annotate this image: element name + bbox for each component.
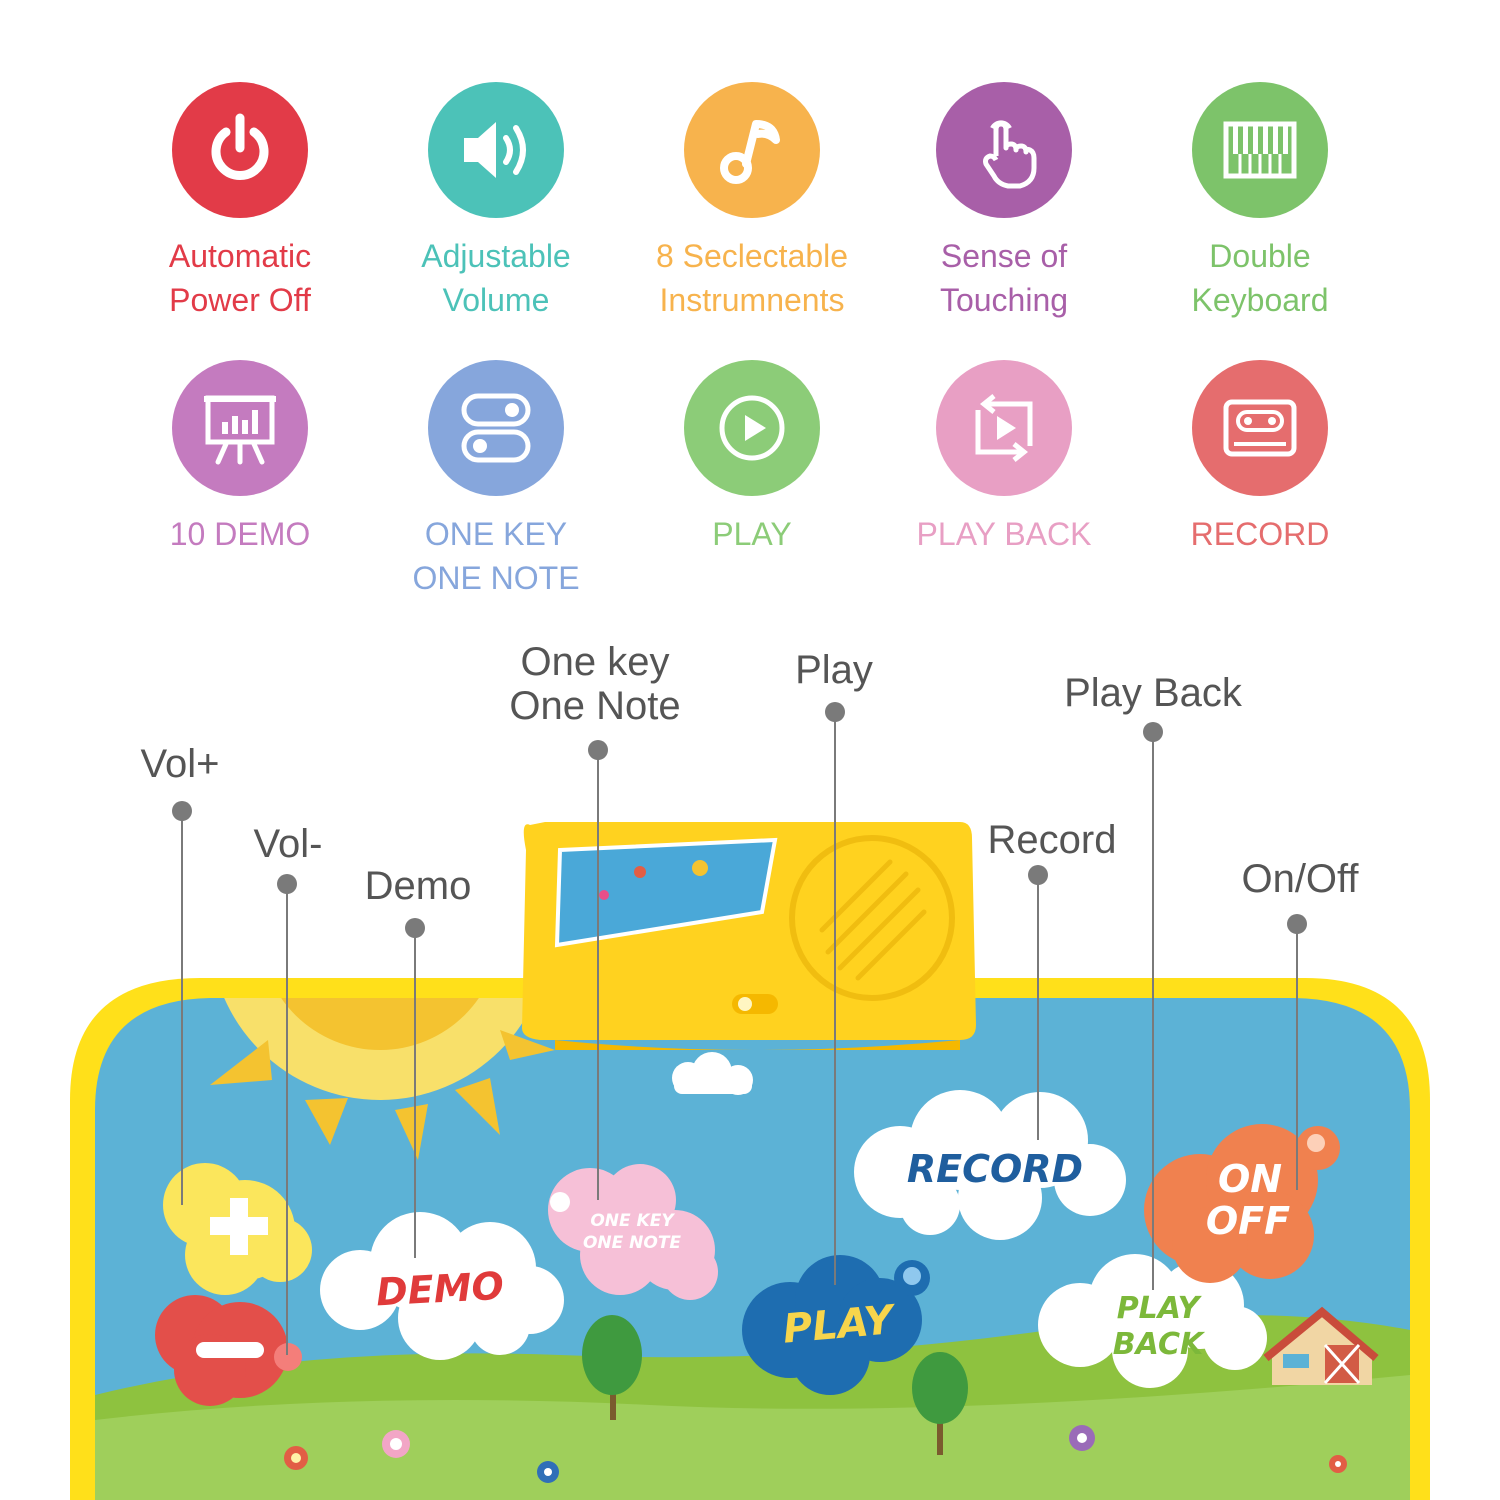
screen-panel (554, 837, 778, 948)
plus-icon (210, 1198, 268, 1255)
leader-dot (825, 702, 845, 722)
leader-dot (588, 740, 608, 760)
tree (912, 1352, 968, 1455)
one-key-one-note-pad[interactable] (548, 1164, 718, 1300)
leader-dot (277, 874, 297, 894)
record-pad[interactable] (854, 1090, 1126, 1240)
on-off-pad[interactable] (1144, 1124, 1318, 1283)
callout-on-off: On/Off (1241, 857, 1359, 901)
feature-play: PLAY (622, 360, 882, 556)
sun (210, 998, 555, 1160)
cloud (672, 1052, 753, 1095)
leader-dot (405, 918, 425, 938)
feature-touch: Sense of Touching (874, 82, 1134, 322)
one-key-pad-label: ONE KEY (590, 1211, 675, 1231)
speaker-grille (789, 835, 955, 1001)
flower (1069, 1425, 1095, 1451)
callout-record: Record (987, 818, 1117, 862)
flower (1329, 1455, 1347, 1473)
feature-volume: Adjustable Volume (366, 82, 626, 322)
feature-record: RECORD (1130, 360, 1390, 556)
vol-plus-pad[interactable] (163, 1163, 312, 1295)
vol-minus-pad[interactable] (155, 1295, 302, 1406)
touch-hand-icon (936, 82, 1072, 218)
play-back-pad[interactable] (1038, 1254, 1267, 1388)
feature-label: PLAY (712, 516, 792, 552)
grass-lawn (95, 1375, 1410, 1500)
callout-demo: Demo (364, 864, 472, 908)
callout-play-back: Play Back (1064, 671, 1242, 715)
feature-label: RECORD (1190, 516, 1330, 552)
feature-label: 10 DEMO (169, 516, 311, 552)
playback-icon (936, 360, 1072, 496)
flower (284, 1446, 308, 1470)
cassette-icon (1192, 360, 1328, 496)
leader-dot (172, 801, 192, 821)
flower (537, 1461, 559, 1483)
feature-keyboard: Double Keyboard (1130, 82, 1390, 322)
play-back-pad-label-1: PLAY (1117, 1291, 1203, 1326)
play-pad[interactable] (742, 1255, 922, 1395)
play-pad-label: PLAY (781, 1297, 899, 1353)
play-icon (684, 360, 820, 496)
play-back-pad-label-2: BACK (1113, 1327, 1206, 1362)
feature-label: Double Keyboard (1191, 238, 1329, 318)
leader-dot (1143, 722, 1163, 742)
power-icon (172, 82, 308, 218)
speaker-icon (428, 82, 564, 218)
feature-label: PLAY BACK (916, 516, 1092, 552)
off-pad-label: OFF (1206, 1199, 1290, 1243)
record-pad-label: RECORD (907, 1147, 1083, 1191)
toggle-switch-icon (428, 360, 564, 496)
keyboard-icon (1192, 82, 1328, 218)
callout-vol-minus: Vol- (253, 822, 323, 866)
flower (382, 1430, 410, 1458)
presentation-icon (172, 360, 308, 496)
demo-pad[interactable] (320, 1212, 564, 1360)
feature-label: Automatic Power Off (168, 238, 312, 318)
callout-one-key-one-note: One key One Note (509, 640, 681, 728)
feature-demo: 10 DEMO (110, 360, 370, 556)
feature-power-off: Automatic Power Off (110, 82, 370, 322)
callout-play: Play (795, 648, 873, 692)
feature-playback: PLAY BACK (874, 360, 1134, 556)
on-pad-label: ON (1218, 1157, 1282, 1201)
feature-label: Sense of Touching (939, 238, 1069, 318)
feature-label: Adjustable Volume (421, 238, 571, 318)
feature-instruments: 8 Seclectable Instrumnents (622, 82, 882, 322)
feature-label: 8 Seclectable Instrumnents (655, 238, 849, 318)
tree (582, 1315, 642, 1420)
minus-icon (196, 1342, 264, 1358)
feature-one-key: ONE KEY ONE NOTE (366, 360, 626, 600)
music-note-icon (684, 82, 820, 218)
leader-dot (1028, 865, 1048, 885)
speaker-module (522, 822, 976, 1050)
one-note-pad-label: ONE NOTE (583, 1233, 681, 1253)
feature-label: ONE KEY ONE NOTE (412, 516, 580, 596)
demo-pad-label: DEMO (375, 1264, 505, 1315)
callout-vol-plus: Vol+ (140, 742, 220, 786)
leader-dot (1287, 914, 1307, 934)
barn (1263, 1306, 1379, 1385)
